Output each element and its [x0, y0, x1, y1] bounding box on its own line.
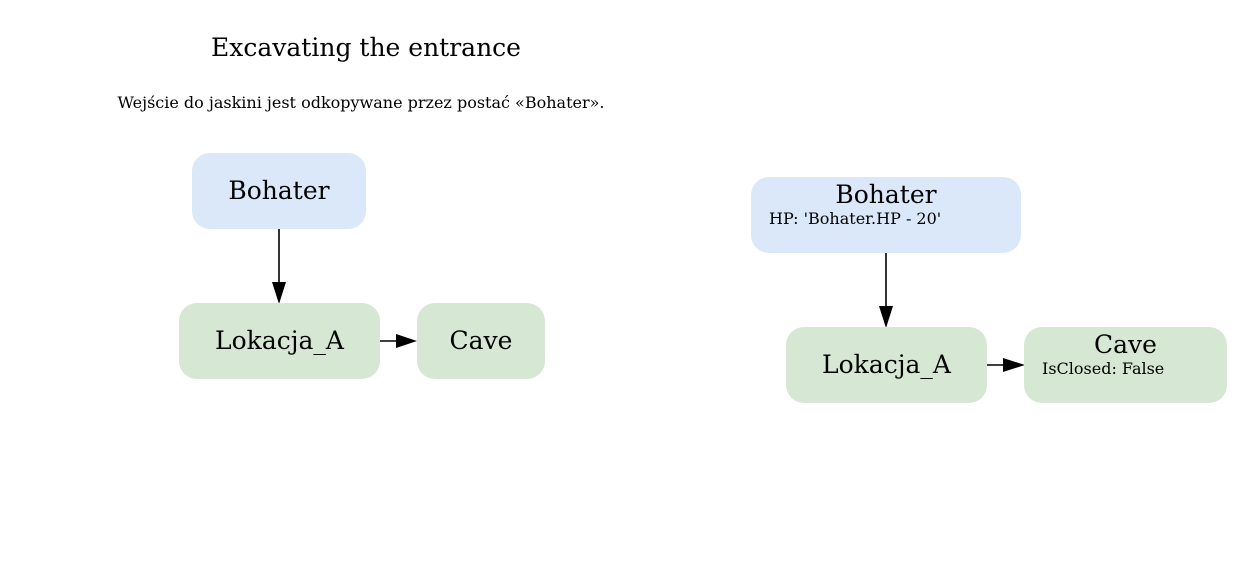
right-arrowhead-lokacja-to-cave [1003, 358, 1025, 372]
left-item-label: Cave [449, 326, 513, 355]
right-character-label: Bohater [835, 180, 937, 209]
right-item-node: Cave IsClosed: False [1024, 327, 1227, 403]
left-location-node: Lokacja_A [179, 303, 380, 379]
right-location-node: Lokacja_A [786, 327, 987, 403]
left-arrowhead-lokacja-to-cave [396, 334, 417, 348]
right-character-attribute: HP: 'Bohater.HP - 20' [769, 209, 942, 228]
diagram-title: Excavating the entrance [211, 33, 521, 62]
left-character-label: Bohater [228, 176, 330, 205]
left-location-label: Lokacja_A [215, 326, 344, 355]
diagram-description: Wejście do jaskini jest odkopywane przez… [117, 93, 605, 112]
right-arrowhead-bohater-to-lokacja [879, 306, 893, 328]
left-item-node: Cave [417, 303, 545, 379]
right-location-label: Lokacja_A [822, 350, 951, 379]
right-character-node: Bohater HP: 'Bohater.HP - 20' [751, 177, 1021, 253]
left-arrowhead-bohater-to-lokacja [272, 282, 286, 304]
right-item-label: Cave [1094, 330, 1157, 359]
right-item-attribute: IsClosed: False [1042, 359, 1165, 378]
left-character-node: Bohater [192, 153, 366, 229]
